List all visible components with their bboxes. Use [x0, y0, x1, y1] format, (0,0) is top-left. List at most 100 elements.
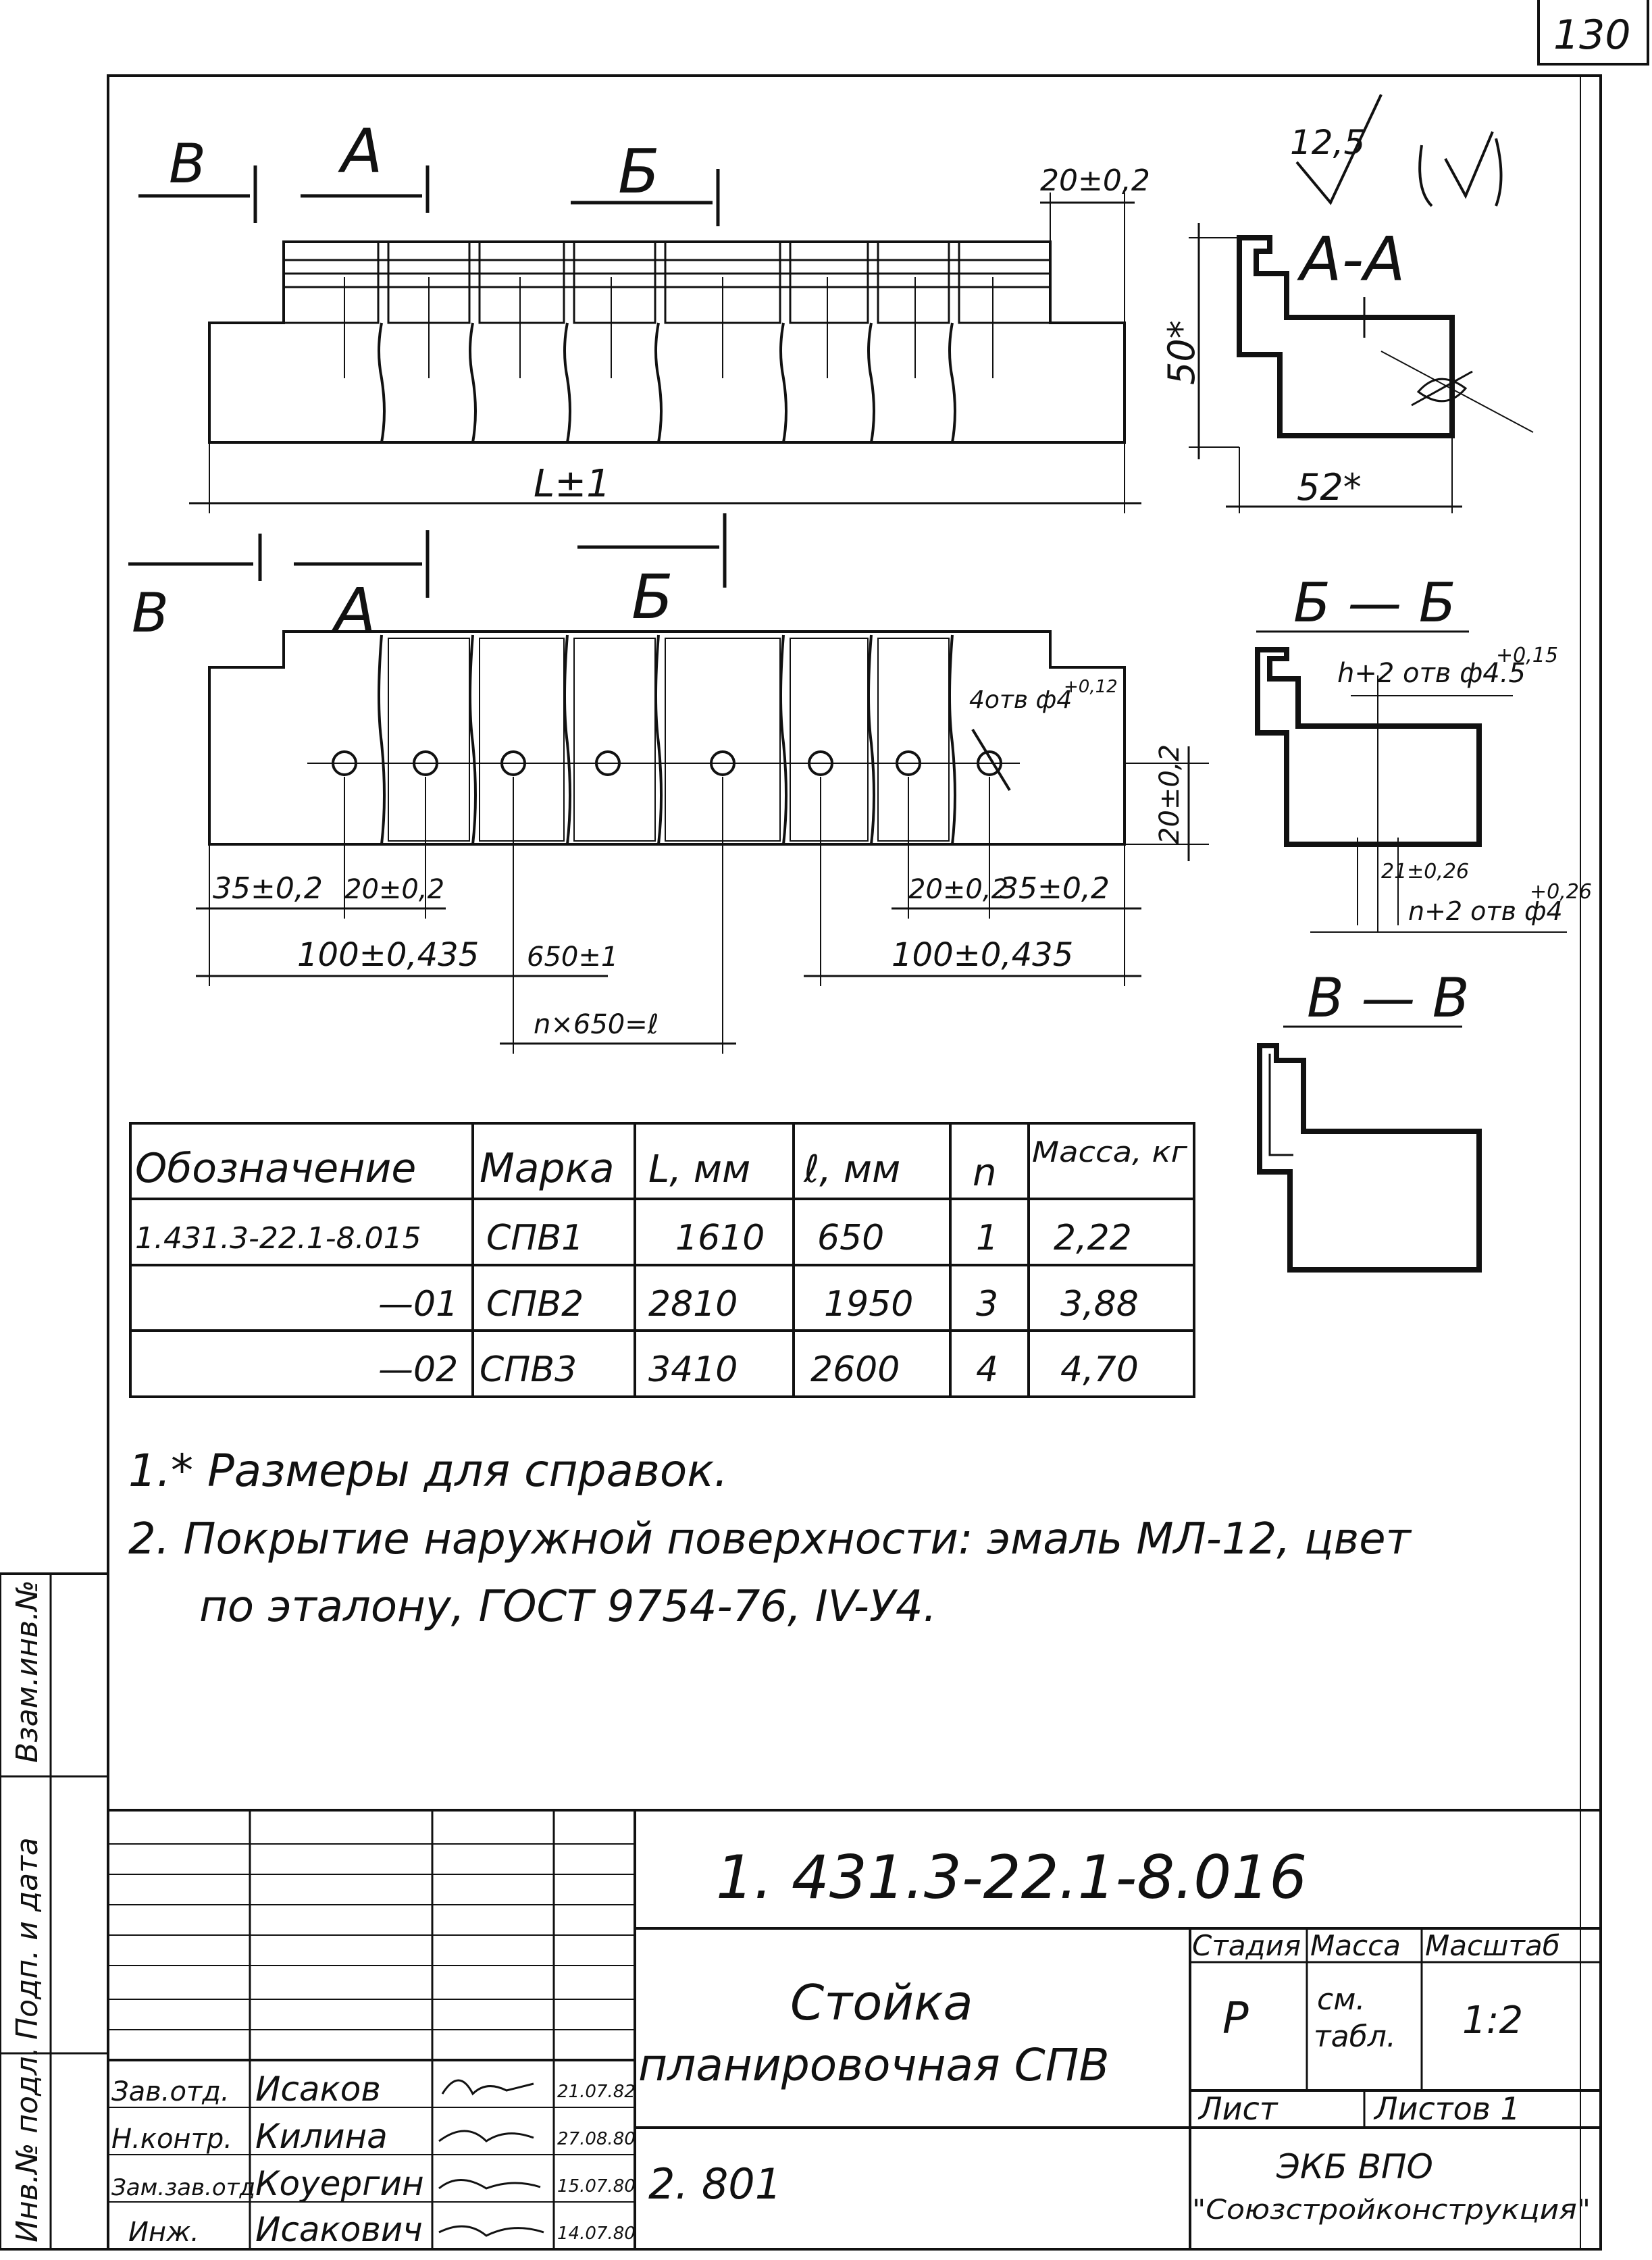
main-cut-mark-a: А — [338, 116, 383, 187]
section-vv-title: В — В — [1307, 967, 1470, 1029]
title-mass-header: Масса — [1310, 1929, 1401, 1962]
table-cell-r1-length: 2810 — [648, 1284, 738, 1325]
table-cell-r2-mark: СПВ3 — [480, 1350, 577, 1390]
bottom-dim-holes: 4отв ф4 — [969, 686, 1072, 714]
bottom-dim-right-step: 20±0,2 — [908, 874, 1008, 905]
table-cell-r1-designation: —01 — [378, 1284, 458, 1325]
table-header-designation: Обозначение — [135, 1145, 416, 1192]
title-mass-value-1: см. — [1317, 1982, 1365, 2017]
bottom-cut-mark-a: А — [331, 575, 376, 646]
title-scale-value: 1:2 — [1462, 1999, 1523, 2043]
title-mass-value-2: табл. — [1314, 2020, 1396, 2054]
signature-date-1: 27.08.80 — [557, 2129, 636, 2149]
signature-role-2: Зам.зав.отд. — [111, 2174, 263, 2201]
title-block-grid — [108, 1809, 1601, 2249]
main-cut-mark-b: Б — [618, 136, 660, 207]
table-cell-r0-length: 1610 — [675, 1218, 765, 1258]
table-header-length: L, мм — [648, 1148, 750, 1191]
section-bb — [1255, 630, 1567, 933]
title-scale-header: Масштаб — [1425, 1929, 1560, 1962]
table-cell-r2-designation: —02 — [378, 1350, 458, 1390]
table-cell-r0-mark: СПВ1 — [486, 1218, 584, 1258]
bottom-cut-mark-b: Б — [631, 562, 673, 633]
bottom-dim-right-offset: 35±0,2 — [1000, 871, 1110, 906]
section-vv — [1257, 1025, 1482, 1273]
bottom-dim-left-offset: 35±0,2 — [213, 871, 323, 906]
bottom-dim-total: n×650=ℓ — [534, 1009, 659, 1040]
data-table-grid — [129, 1122, 1195, 1398]
bottom-dim-left-step: 20±0,2 — [344, 874, 444, 905]
table-cell-r1-pitch: 1950 — [824, 1284, 913, 1325]
table-cell-r1-mark: СПВ2 — [486, 1284, 584, 1325]
table-cell-r1-n: 3 — [976, 1284, 998, 1325]
main-view — [138, 165, 1141, 513]
title-code: 2. 801 — [648, 2159, 781, 2209]
section-aa-dim-width: 52* — [1297, 466, 1362, 509]
section-bb-note-top: h+2 отв ф4.5 — [1337, 658, 1526, 689]
note-1: 1.* Размеры для справок. — [128, 1445, 728, 1497]
note-2-line-2: по эталону, ГОСТ 9754-76, IV-У4. — [199, 1582, 937, 1632]
roughness-value: 12,5 — [1290, 123, 1365, 162]
signature-name-2: Коуергин — [255, 2164, 424, 2203]
note-2-line-1: 2. Покрытие наружной поверхности: эмаль … — [128, 1514, 1412, 1564]
signature-role-1: Н.контр. — [111, 2124, 232, 2155]
main-dim-length: L±1 — [534, 462, 611, 506]
title-stage-value: Р — [1222, 1994, 1249, 2044]
table-cell-r1-mass: 3,88 — [1060, 1284, 1139, 1325]
signature-mark-0 — [441, 2079, 534, 2096]
table-header-mass: Масса, кг — [1032, 1135, 1188, 1168]
roughness-symbol — [1295, 94, 1503, 207]
data-table: Обозначение Марка L, мм ℓ, мм n Масса, к… — [135, 1135, 1188, 1390]
signature-date-2: 15.07.80 — [557, 2176, 636, 2197]
left-strip — [0, 1572, 109, 2251]
signature-date-0: 21.07.82 — [557, 2082, 636, 2102]
left-strip-label-replace: Взам.инв.№ — [10, 1580, 45, 1763]
title-doc-number: 1. 431.3-22.1-8.016 — [716, 1843, 1307, 1912]
title-name-line-1: Стойка — [790, 1974, 973, 2031]
table-cell-r2-length: 3410 — [648, 1350, 738, 1390]
table-cell-r0-pitch: 650 — [817, 1218, 884, 1258]
table-cell-r2-mass: 4,70 — [1060, 1350, 1139, 1390]
table-cell-r0-designation: 1.431.3-22.1-8.015 — [135, 1221, 421, 1256]
table-cell-r2-pitch: 2600 — [810, 1350, 900, 1390]
bottom-dim-right-span: 100±0,435 — [892, 936, 1073, 974]
table-cell-r0-n: 1 — [976, 1218, 998, 1258]
bottom-dim-height: 20±0,2 — [1154, 744, 1185, 844]
table-header-mark: Марка — [480, 1145, 615, 1192]
page-number: 130 — [1553, 11, 1631, 59]
title-name-line-2: планировочная СПВ — [638, 2039, 1110, 2091]
section-bb-note-bottom: n+2 отв ф4 — [1408, 896, 1563, 926]
section-bb-dim-small: 21±0,26 — [1381, 860, 1469, 883]
bottom-cut-mark-v: В — [132, 582, 169, 644]
bottom-dim-holes-tol: +0,12 — [1064, 677, 1118, 697]
bottom-dim-pitch: 650±1 — [527, 942, 618, 973]
main-dim-spacing: 20±0,2 — [1040, 163, 1150, 198]
title-stage-header: Стадия — [1192, 1929, 1301, 1962]
signature-date-3: 14.07.80 — [557, 2224, 636, 2244]
signature-role-3: Инж. — [128, 2217, 199, 2248]
left-strip-label-inv: Инв.№ подл. — [10, 2047, 45, 2242]
signature-name-0: Исаков — [255, 2070, 381, 2109]
signature-mark-1 — [438, 2130, 534, 2142]
signature-rows: Зав.отд. Исаков 21.07.82 Н.контр. Килина… — [111, 2070, 636, 2249]
main-cut-mark-v: В — [169, 132, 206, 195]
title-org-line-1: ЭКБ ВПО — [1276, 2147, 1433, 2186]
section-bb-note-top-tol: +0,15 — [1496, 644, 1558, 667]
left-strip-label-sign: Подп. и дата — [10, 1837, 45, 2040]
table-cell-r0-mass: 2,22 — [1054, 1218, 1132, 1258]
title-org-line-2: "Союзстройконструкция" — [1192, 2194, 1591, 2226]
bottom-dim-left-span: 100±0,435 — [297, 936, 479, 974]
table-header-n: n — [973, 1151, 997, 1195]
signature-mark-3 — [438, 2225, 544, 2237]
bottom-view — [128, 513, 1209, 1054]
sheet-frame — [107, 0, 1649, 2251]
signature-mark-2 — [438, 2179, 541, 2190]
section-aa-title: А-А — [1297, 224, 1405, 295]
signature-name-1: Килина — [255, 2117, 388, 2156]
section-aa-dim-height: 50* — [1160, 320, 1203, 385]
table-cell-r2-n: 4 — [976, 1350, 998, 1390]
signature-role-0: Зав.отд. — [111, 2076, 230, 2107]
title-sheets-label: Листов 1 — [1373, 2090, 1520, 2127]
section-bb-note-bottom-tol: +0,26 — [1530, 880, 1592, 904]
